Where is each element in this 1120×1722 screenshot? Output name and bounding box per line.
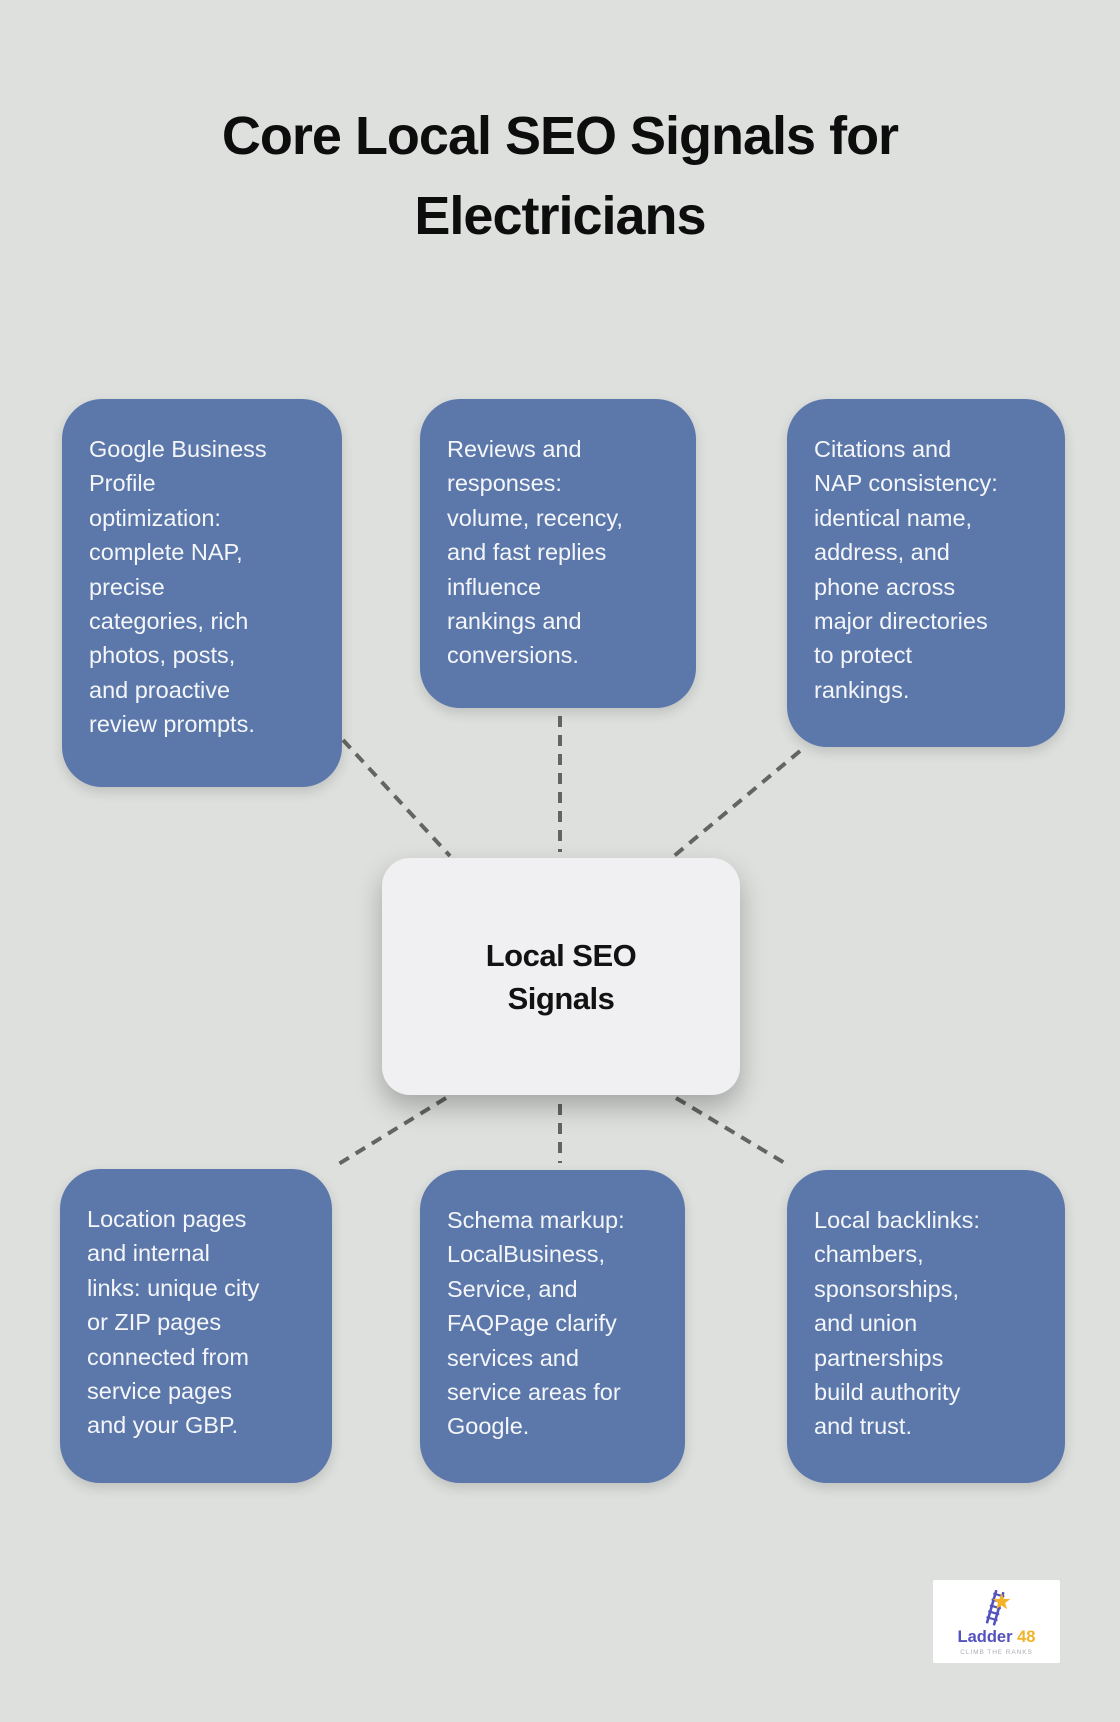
connector-top-left	[341, 738, 452, 858]
connector-bottom-right	[674, 1096, 790, 1167]
signal-box-local-backlinks: Local backlinks: chambers, sponsorships,…	[787, 1170, 1065, 1483]
center-node-label: Local SEO Signals	[485, 937, 637, 1016]
logo: Ladder 48 CLIMB THE RANKS	[933, 1580, 1060, 1663]
logo-name: Ladder 48	[957, 1627, 1036, 1646]
page-title: Core Local SEO Signals for Electricians	[221, 106, 899, 246]
signal-box-location-pages-internal-links: Location pages and internal links: uniqu…	[60, 1169, 332, 1483]
signal-box-schema-markup: Schema markup: LocalBusiness, Service, a…	[420, 1170, 685, 1483]
signal-box-citations-nap-consistency: Citations and NAP consistency: identical…	[787, 399, 1065, 747]
ladder-star-icon	[985, 1589, 1010, 1626]
logo-name-accent: 48	[1017, 1627, 1036, 1646]
signal-box-google-business-profile: Google Business Profile optimization: co…	[62, 399, 342, 787]
connector-top-right	[672, 749, 802, 858]
signal-box-reviews-and-responses: Reviews and responses: volume, recency, …	[420, 399, 696, 708]
logo-name-primary: Ladder	[957, 1627, 1013, 1646]
connector-bottom-left	[335, 1096, 448, 1167]
center-node: Local SEO Signals	[382, 858, 740, 1095]
logo-tagline: CLIMB THE RANKS	[960, 1648, 1033, 1656]
